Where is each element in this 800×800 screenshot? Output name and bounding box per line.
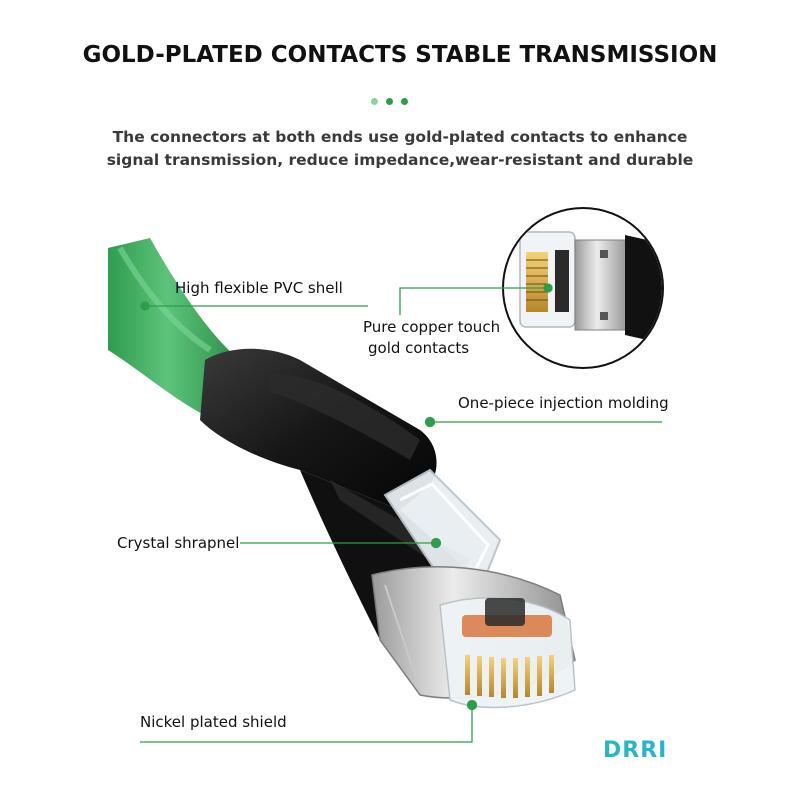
magnified-inset — [502, 207, 664, 369]
label-crystal-shrapnel: Crystal shrapnel — [117, 534, 240, 552]
callout-lines — [140, 283, 662, 743]
dot-icon — [386, 98, 393, 105]
description-line-1: The connectors at both ends use gold-pla… — [112, 128, 688, 146]
label-copper-contacts-1: Pure copper touch — [363, 318, 501, 336]
decorative-dots — [371, 98, 431, 108]
brand-logo: DRRI — [603, 738, 668, 763]
dot-icon — [401, 98, 408, 105]
label-pvc-shell: High flexible PVC shell — [175, 279, 343, 297]
description: The connectors at both ends use gold-pla… — [0, 126, 800, 172]
gold-pins — [465, 655, 554, 698]
label-injection-molding: One-piece injection molding — [458, 394, 669, 412]
page-title: GOLD-PLATED CONTACTS STABLE TRANSMISSION — [82, 42, 718, 68]
description-line-2: signal transmission, reduce impedance,we… — [106, 151, 694, 169]
label-nickel-shield: Nickel plated shield — [140, 713, 287, 731]
label-copper-contacts-2: gold contacts — [368, 339, 470, 357]
dot-light-icon — [371, 98, 378, 105]
connector-head — [439, 597, 576, 709]
